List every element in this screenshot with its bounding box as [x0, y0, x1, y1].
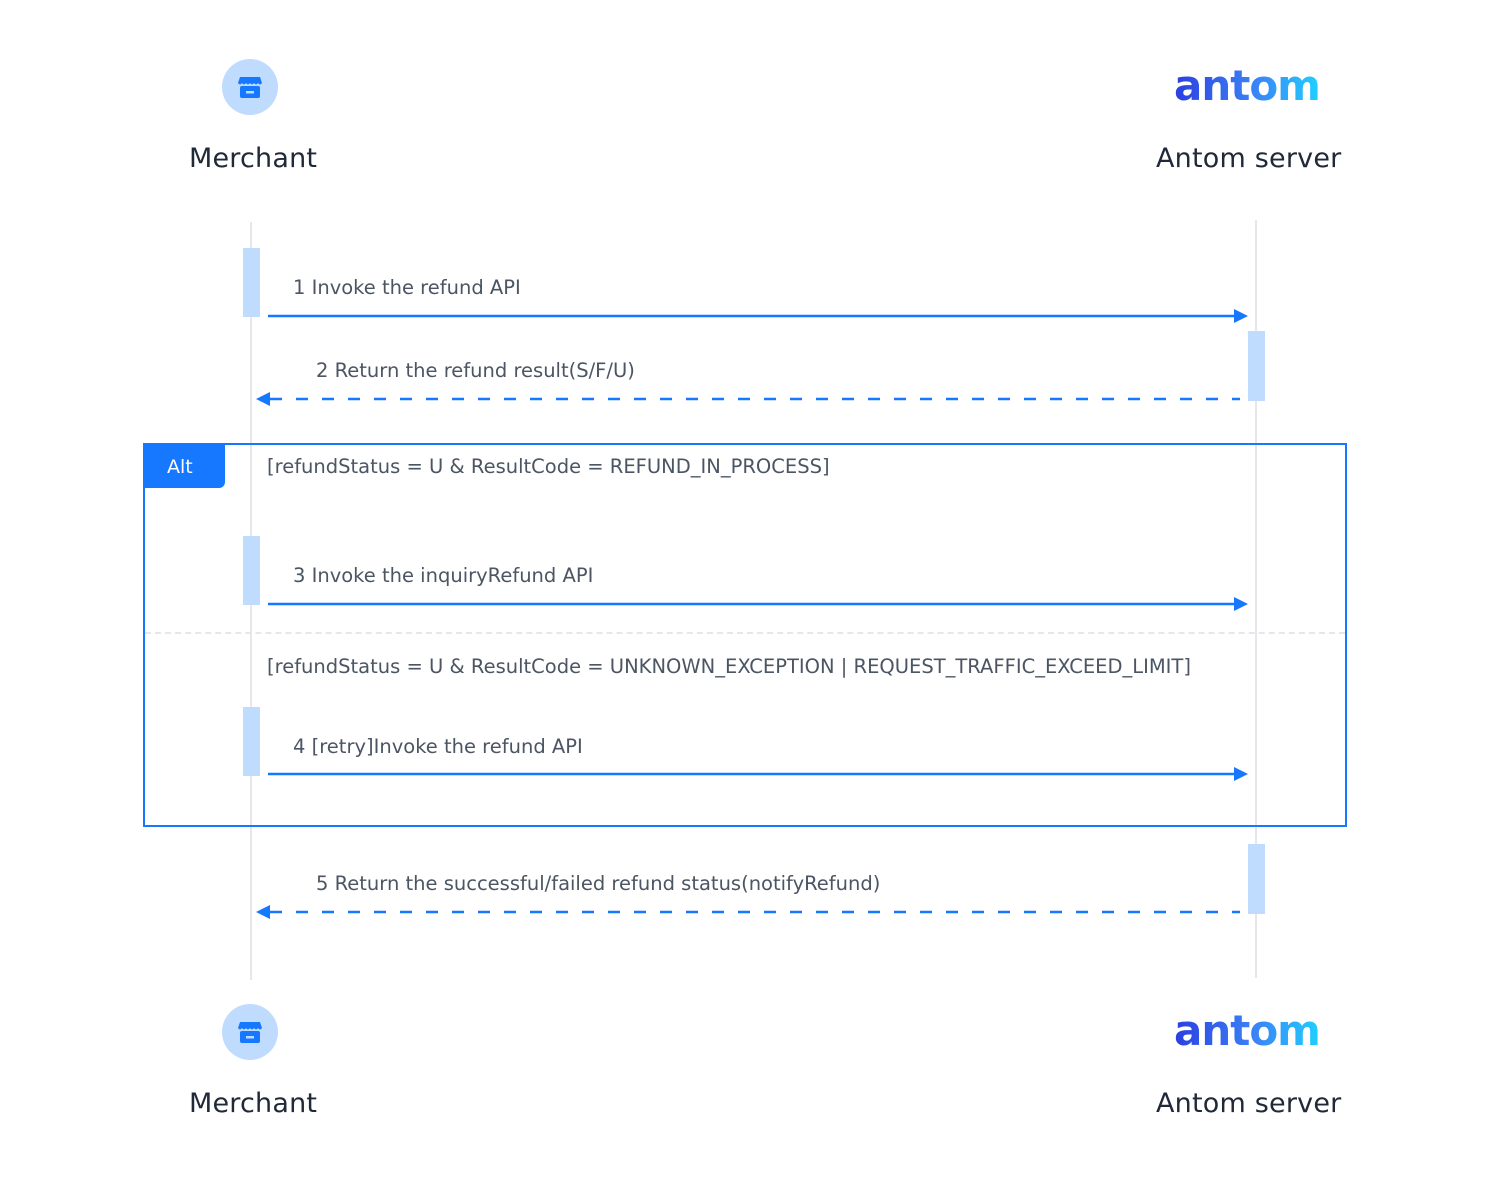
message-5-label: 5 Return the successful/failed refund st…	[316, 872, 881, 895]
message-5-arrow	[256, 905, 1240, 919]
message-2-arrow	[256, 392, 1240, 406]
storefront-icon	[238, 1022, 262, 1043]
antom-logo-bottom: antom	[1174, 1006, 1324, 1059]
message-1-arrow	[268, 309, 1248, 323]
svg-text:antom: antom	[1174, 1009, 1320, 1055]
merchant-label-top: Merchant	[189, 143, 318, 174]
antom-activation-2	[1248, 331, 1265, 401]
alt-guard-1: [refundStatus = U & ResultCode = REFUND_…	[267, 455, 830, 478]
merchant-activation-1	[243, 248, 260, 317]
antom-logo-top: antom	[1174, 61, 1324, 114]
svg-text:antom: antom	[1174, 64, 1320, 110]
alt-divider	[145, 632, 1345, 634]
alt-fragment	[143, 443, 1347, 827]
antom-label-bottom: Antom server	[1156, 1088, 1342, 1119]
message-2-label: 2 Return the refund result(S/F/U)	[316, 359, 635, 382]
merchant-avatar-bottom	[222, 1004, 278, 1060]
storefront-icon	[238, 77, 262, 98]
message-3-arrow	[268, 597, 1248, 611]
message-3-label: 3 Invoke the inquiryRefund API	[293, 564, 594, 587]
alt-tag: Alt	[145, 445, 225, 488]
merchant-activation-4	[243, 707, 260, 776]
antom-label-top: Antom server	[1156, 143, 1342, 174]
alt-guard-2: [refundStatus = U & ResultCode = UNKNOWN…	[267, 655, 1191, 678]
antom-activation-5	[1248, 844, 1265, 914]
antom-lifeline	[1255, 220, 1257, 978]
merchant-label-bottom: Merchant	[189, 1088, 318, 1119]
antom-logo-icon: antom	[1174, 1006, 1321, 1055]
message-1-label: 1 Invoke the refund API	[293, 276, 521, 299]
merchant-avatar-top	[222, 59, 278, 115]
message-4-label: 4 [retry]Invoke the refund API	[293, 735, 583, 758]
message-4-arrow	[268, 767, 1248, 781]
antom-logo-icon: antom	[1174, 61, 1321, 110]
merchant-activation-3	[243, 536, 260, 605]
